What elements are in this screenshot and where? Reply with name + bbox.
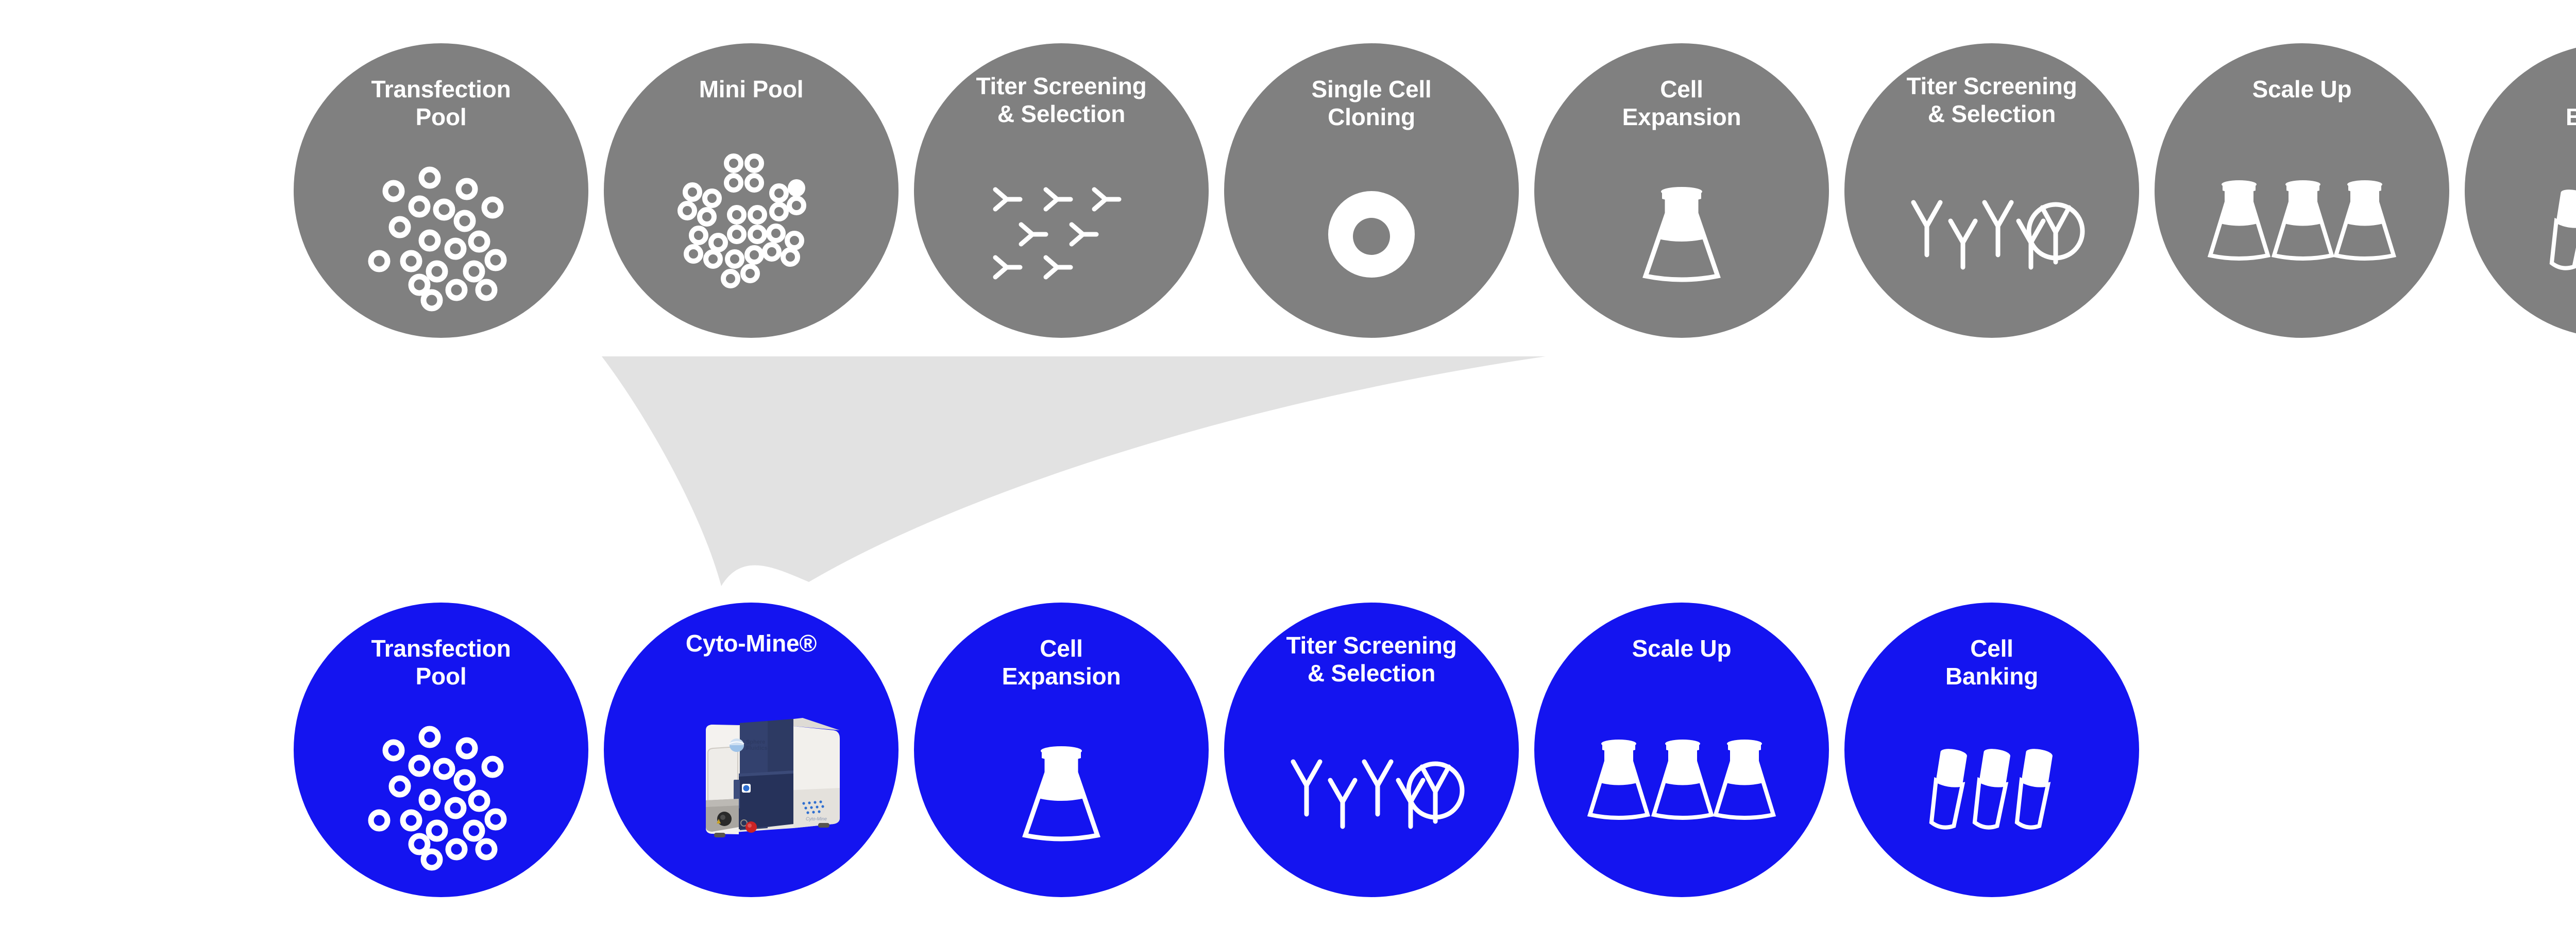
step-label: Titer Screening & Selection [976,73,1147,128]
cytomine-step-titer-screening[interactable]: Titer Screening & Selection [1224,603,1519,897]
workflow-step-cell-expansion-1[interactable]: Cell Expansion [1534,43,1829,338]
antibodies-upright-circled-icon [1224,688,1519,897]
cyto-mine-instrument-photo: Sphere Fluidics Cyto-Mine [604,657,899,897]
erlenmeyer-flask-icon [914,691,1209,897]
svg-text:Cyto-Mine: Cyto-Mine [806,816,827,821]
workflow-step-titer-screening-2[interactable]: Titer Screening & Selection [1844,43,2139,338]
three-flasks-icon [2155,103,2449,338]
workflow-step-single-cell-cloning[interactable]: Single Cell Cloning [1224,43,1519,338]
step-label: Mini Pool [699,76,804,102]
step-label: Cell Expansion [1622,76,1741,131]
step-label: Titer Screening & Selection [1286,632,1457,687]
single-cell-droplet-icon [1224,131,1519,338]
step-label: Cell Banking [1945,635,2039,690]
workflow-step-mini-pool[interactable]: Mini Pool [604,43,899,338]
step-label: Cell Expansion [1002,635,1121,690]
cytomine-step-cell-banking[interactable]: Cell Banking [1844,603,2139,897]
step-label: Transfection Pool [371,635,511,690]
workflow-step-cell-banking-1[interactable]: Cell Banking [2465,43,2576,338]
workflow-step-titer-screening-1[interactable]: Titer Screening & Selection [914,43,1209,338]
cytomine-step-scale-up[interactable]: Scale Up [1534,603,1829,897]
step-label: Scale Up [1632,635,1732,662]
workflow-step-scale-up-1[interactable]: Scale Up [2155,43,2449,338]
antibodies-upright-circled-icon [1844,128,2139,338]
step-label: Titer Screening & Selection [1906,73,2077,128]
workflow-streamline-arrow [602,356,1546,586]
cytomine-step-transfection-pool[interactable]: Transfection Pool [294,603,588,897]
erlenmeyer-flask-icon [1534,131,1829,338]
step-label: Cyto-Mine® [685,630,817,657]
cytomine-step-cyto-mine[interactable]: Cyto-Mine® [604,603,899,897]
three-cryovials-icon [1844,691,2139,897]
three-cryovials-icon [2465,131,2576,338]
svg-text:Fluidics: Fluidics [746,745,768,751]
cell-pool-icon [294,691,588,897]
three-flasks-icon [1534,662,1829,897]
step-label: Transfection Pool [371,76,511,131]
step-label: Single Cell Cloning [1311,76,1432,131]
mini-pool-clusters-icon [604,103,899,338]
step-label: Scale Up [2252,76,2352,102]
svg-text:Sphere: Sphere [746,739,765,745]
step-label: Cell Banking [2565,104,2576,131]
cell-pool-icon [294,131,588,338]
cytomine-step-cell-expansion[interactable]: Cell Expansion [914,603,1209,897]
workflow-step-transfection-pool[interactable]: Transfection Pool [294,43,588,338]
antibodies-tilted-icon [914,128,1209,338]
